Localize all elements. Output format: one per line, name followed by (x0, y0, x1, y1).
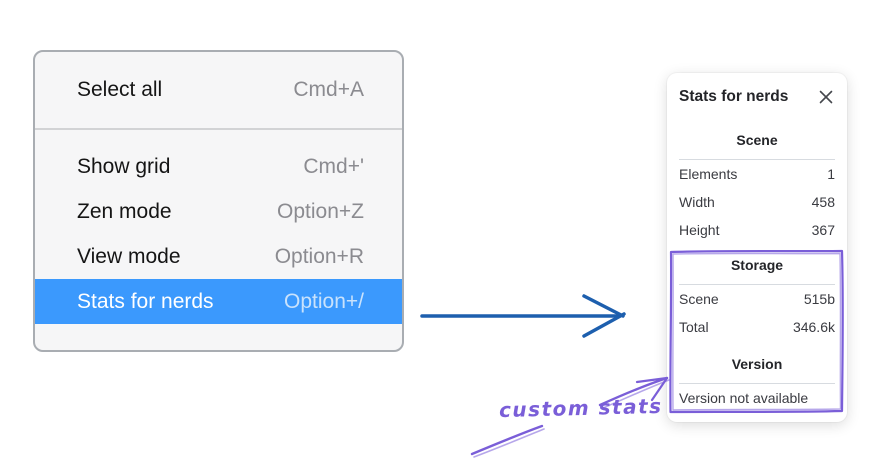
menu-item-shortcut: Option+R (274, 244, 364, 268)
stat-value: 1 (827, 166, 835, 182)
stats-panel-title: Stats for nerds (679, 88, 789, 105)
menu-item-zen-mode[interactable]: Zen mode Option+Z (35, 189, 402, 234)
menu-group: Show grid Cmd+' Zen mode Option+Z View m… (35, 130, 402, 324)
menu-item-label: Stats for nerds (77, 289, 214, 313)
section-heading: Scene (736, 132, 778, 148)
stat-row-elements: Elements 1 (679, 160, 835, 188)
menu-item-stats-for-nerds[interactable]: Stats for nerds Option+/ (35, 279, 402, 324)
stats-section-version: Version Version not available (679, 355, 835, 412)
menu-item-shortcut: Option+/ (284, 289, 364, 313)
stat-label: Scene (679, 291, 719, 307)
menu-item-label: Zen mode (77, 199, 172, 223)
menu-item-shortcut: Cmd+A (293, 78, 364, 101)
section-divider (679, 159, 835, 160)
context-menu: Select all Cmd+A Show grid Cmd+' Zen mod… (33, 50, 404, 352)
stat-value: 346.6k (792, 319, 835, 335)
stat-label: Total (679, 319, 709, 335)
stats-section-storage: Storage Scene 515b Total 346.6k (679, 256, 835, 341)
menu-item-shortcut: Cmd+' (303, 154, 364, 178)
section-heading: Version (731, 356, 783, 372)
stats-panel: Stats for nerds Scene Elements 1 Width 4… (667, 73, 847, 422)
close-icon[interactable] (817, 88, 835, 106)
stat-label: Width (679, 194, 715, 210)
section-heading: Storage (730, 257, 784, 273)
menu-item-label: Select all (77, 78, 163, 101)
menu-item-shortcut: Option+Z (277, 199, 364, 223)
version-note: Version not available (679, 390, 809, 406)
menu-item-label: View mode (77, 244, 181, 268)
stats-panel-header: Stats for nerds (679, 87, 835, 107)
menu-separator (35, 128, 402, 130)
stat-row-total-storage: Total 346.6k (679, 313, 835, 341)
menu-item-show-grid[interactable]: Show grid Cmd+' (35, 144, 402, 189)
stat-row-height: Height 367 (679, 216, 835, 244)
stat-value: 515b (803, 291, 835, 307)
menu-item-view-mode[interactable]: View mode Option+R (35, 234, 402, 279)
stat-label: Elements (679, 166, 738, 182)
stat-label: Height (679, 222, 720, 238)
arrow-right-icon (420, 294, 626, 338)
annotation-label: custom stats (498, 393, 663, 423)
stat-row-width: Width 458 (679, 188, 835, 216)
stat-value: 458 (811, 194, 835, 210)
menu-item-select-all[interactable]: Select all Cmd+A (35, 52, 402, 128)
stat-value: 367 (811, 222, 835, 238)
stat-row-scene-storage: Scene 515b (679, 285, 835, 313)
menu-item-label: Show grid (77, 154, 171, 178)
stats-section-scene: Scene Elements 1 Width 458 Height 367 (679, 131, 835, 244)
